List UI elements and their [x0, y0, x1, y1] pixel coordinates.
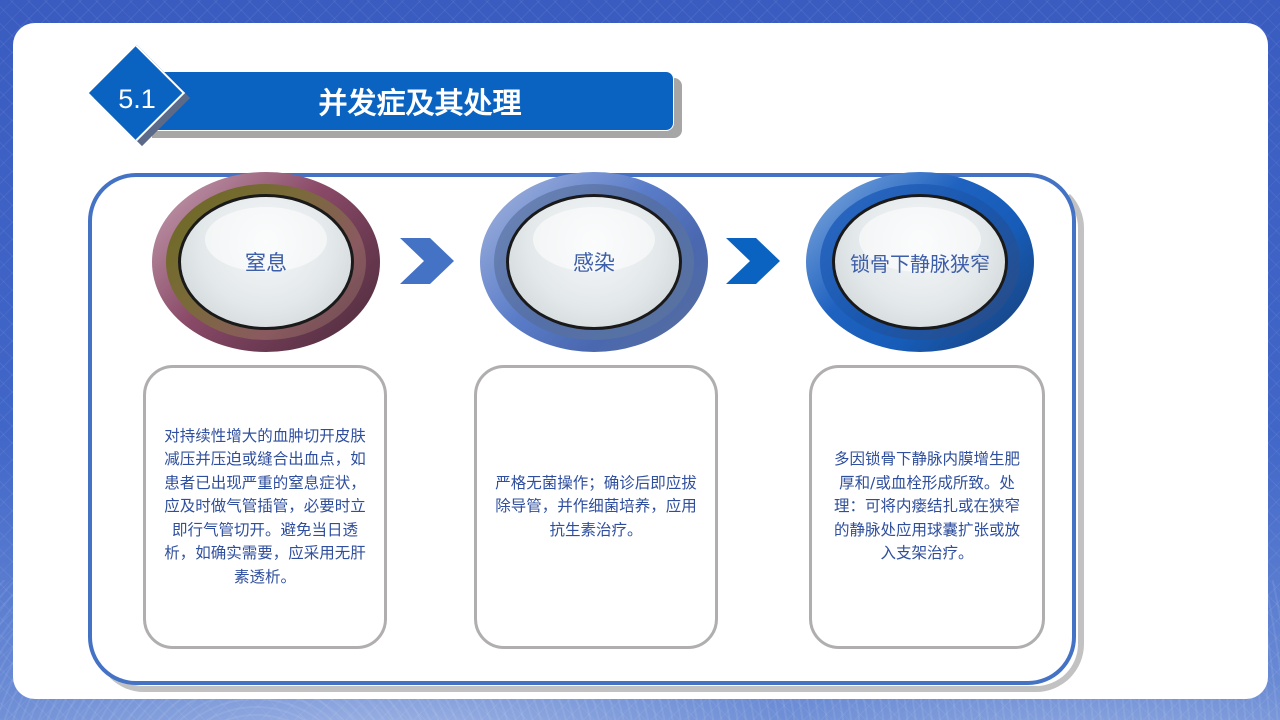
- description-text: 对持续性增大的血肿切开皮肤减压并压迫或缝合出血点，如患者已出现严重的窒息症状，应…: [164, 426, 366, 586]
- node-label: 窒息: [245, 251, 287, 275]
- title-banner: 并发症及其处理: [146, 71, 674, 131]
- node-label: 锁骨下静脉狭窄: [850, 251, 990, 276]
- description-box-suffocation: 对持续性增大的血肿切开皮肤减压并压迫或缝合出血点，如患者已出现严重的窒息症状，应…: [143, 365, 387, 649]
- description-text: 多因锁骨下静脉内膜增生肥厚和/或血栓形成所致。处理：可将内瘘结扎或在狭窄的静脉处…: [833, 450, 1020, 563]
- complication-node-subclavian-stenosis: 锁骨下静脉狭窄: [806, 172, 1034, 352]
- description-box-subclavian-stenosis: 多因锁骨下静脉内膜增生肥厚和/或血栓形成所致。处理：可将内瘘结扎或在狭窄的静脉处…: [809, 365, 1045, 649]
- chevron-right-icon: [726, 238, 780, 284]
- complication-node-infection: 感染: [480, 172, 708, 352]
- description-box-infection: 严格无菌操作；确诊后即应拔除导管，并作细菌培养，应用抗生素治疗。: [474, 365, 718, 649]
- description-text: 严格无菌操作；确诊后即应拔除导管，并作细菌培养，应用抗生素治疗。: [495, 473, 697, 539]
- content-frame-shadow: [96, 180, 1084, 692]
- node-label: 感染: [573, 251, 615, 275]
- section-number: 5.1: [118, 83, 156, 114]
- ring-inner: 感染: [506, 194, 682, 330]
- complication-node-suffocation: 窒息: [152, 172, 380, 352]
- ring-inner: 锁骨下静脉狭窄: [832, 194, 1008, 330]
- chevron-right-icon: [400, 238, 454, 284]
- page-title: 并发症及其处理: [318, 86, 522, 120]
- ring-inner: 窒息: [178, 194, 354, 330]
